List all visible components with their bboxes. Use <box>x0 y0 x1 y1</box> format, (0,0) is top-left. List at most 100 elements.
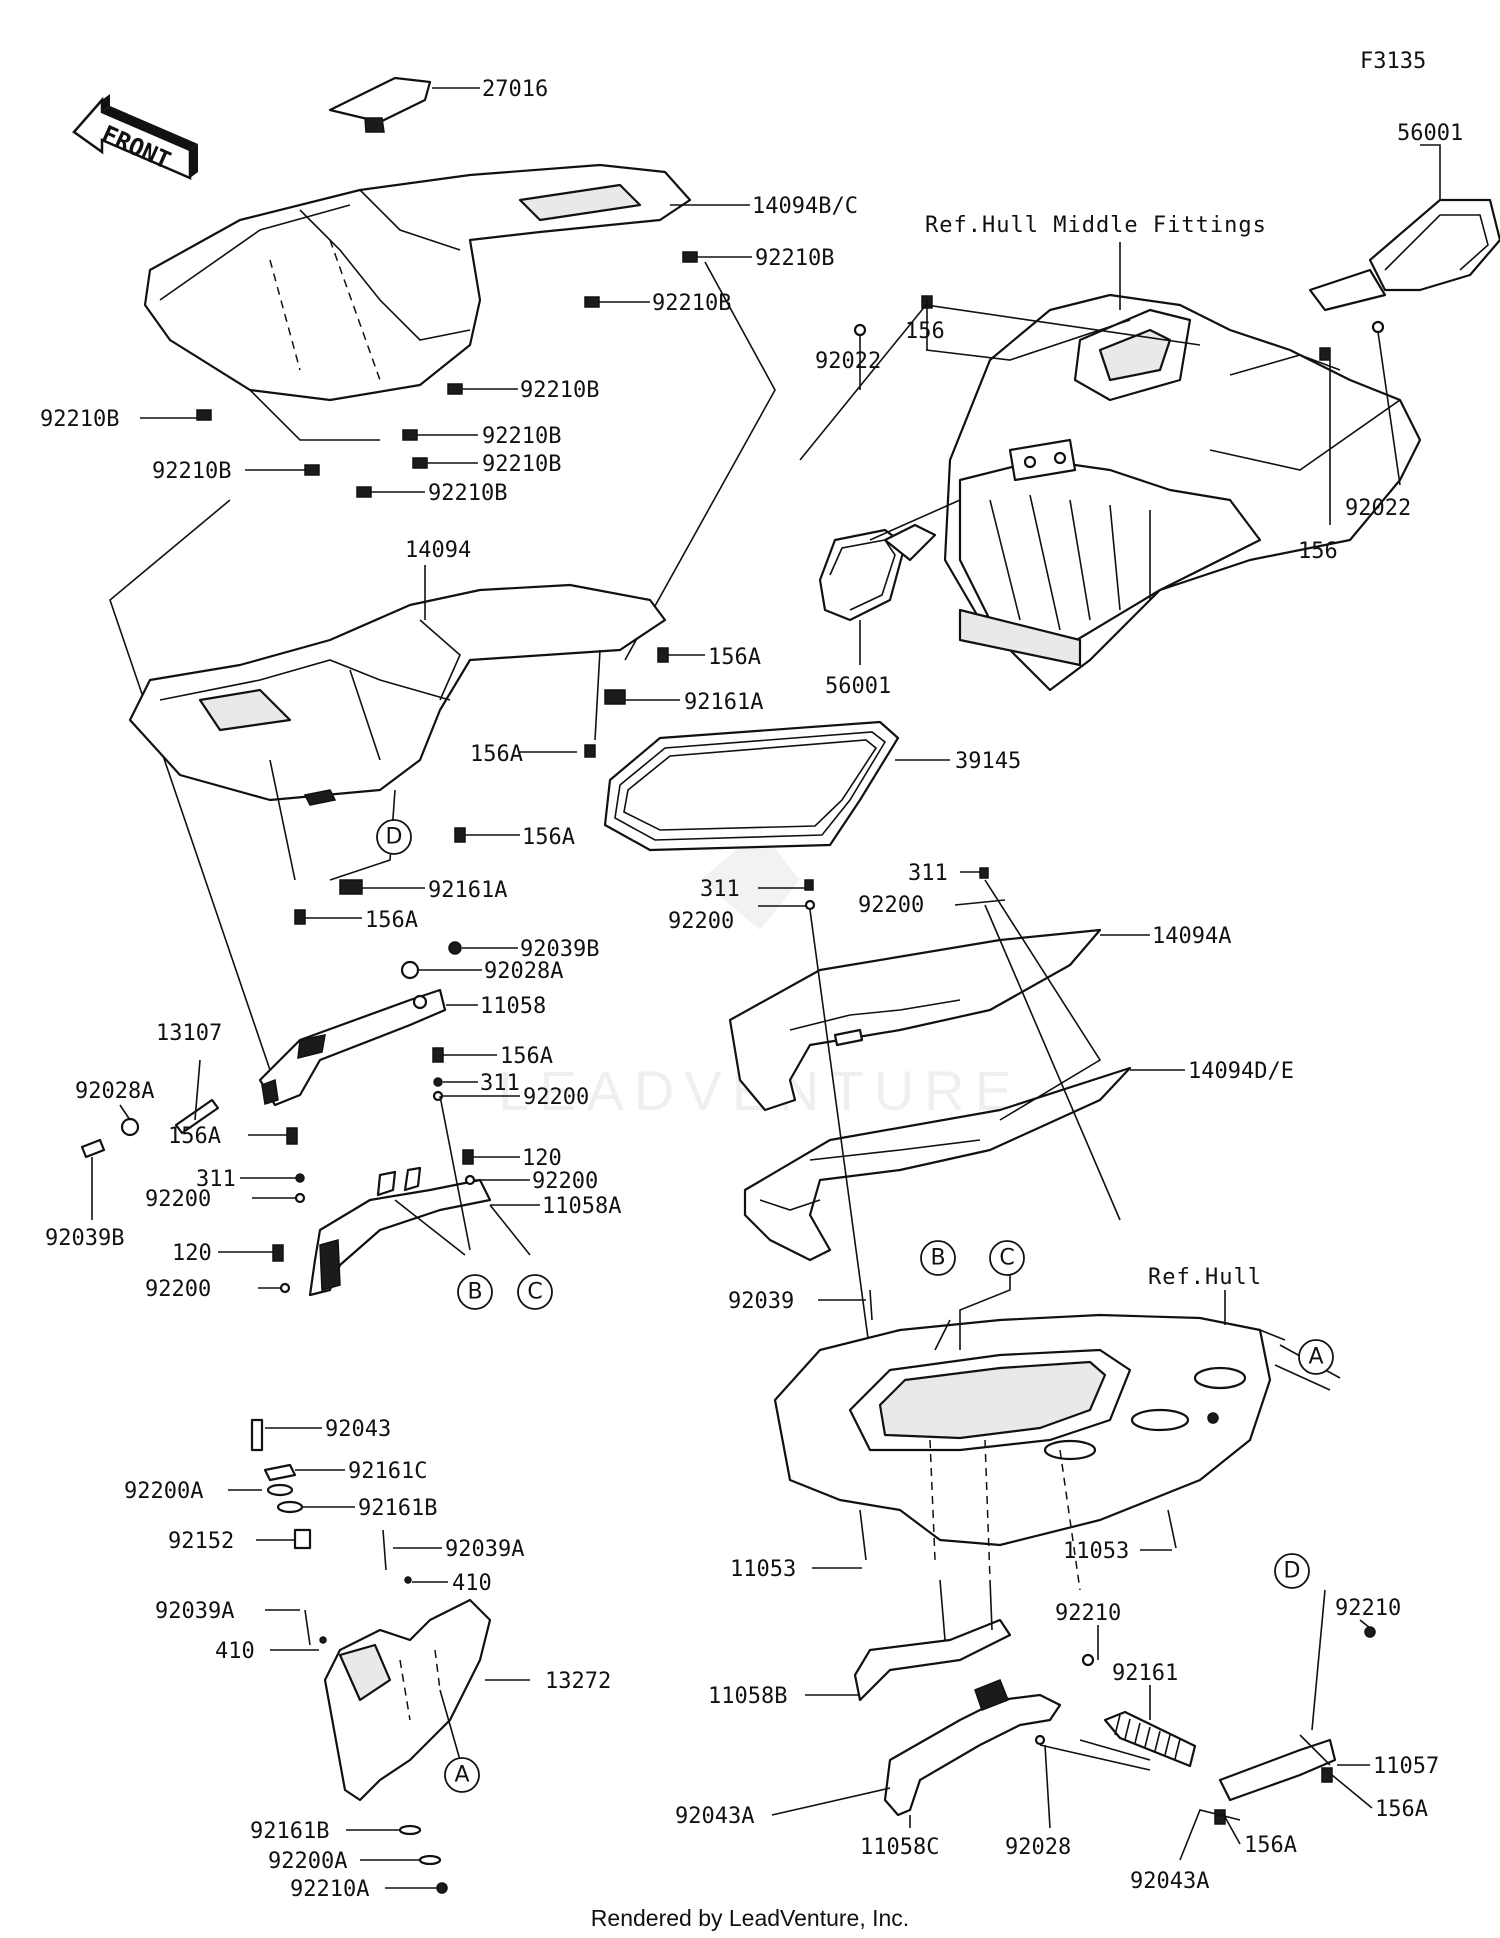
label-120-1: 120 <box>522 1146 562 1171</box>
side-cover-14094de <box>743 1066 1132 1262</box>
label-92022-1: 92022 <box>815 349 881 374</box>
label-11057: 11057 <box>1373 1754 1439 1779</box>
bracket-11057 <box>1218 1738 1337 1802</box>
label-311-2: 311 <box>196 1167 236 1192</box>
label-92210a: 92210A <box>290 1877 369 1902</box>
callout-c-left-text: C <box>527 1280 542 1305</box>
label-156a-3: 156A <box>522 825 575 850</box>
label-92022-2: 92022 <box>1345 496 1411 521</box>
label-156a-5: 156A <box>500 1044 553 1069</box>
label-14094bc: 14094B/C <box>752 194 858 219</box>
callout-a-right-text: A <box>1308 1345 1323 1370</box>
label-27016: 27016 <box>482 77 548 102</box>
label-92161b-1: 92161B <box>358 1496 437 1521</box>
footer-credit: Rendered by LeadVenture, Inc. <box>591 1905 909 1931</box>
label-56001-2: 56001 <box>825 674 891 699</box>
label-92039a-1: 92039A <box>445 1537 524 1562</box>
label-14094de: 14094D/E <box>1188 1059 1294 1084</box>
side-cover-14094a <box>728 928 1102 1112</box>
label-92210b-4: 92210B <box>40 407 119 432</box>
steering-cover-13272 <box>323 1598 492 1802</box>
label-92210-2: 92210 <box>1335 1596 1401 1621</box>
label-92043a-2: 92043A <box>1130 1869 1209 1894</box>
inner-cover-14094 <box>128 583 667 806</box>
callout-a-bottom-text: A <box>454 1763 469 1788</box>
label-92161a-2: 92161A <box>428 878 507 903</box>
ref-hull-middle-fittings: Ref.Hull Middle Fittings <box>925 213 1267 238</box>
callout-d-top: D <box>376 819 412 855</box>
leaders-brackets <box>91 947 540 1289</box>
label-156a-4: 156A <box>365 908 418 933</box>
callout-b-right: B <box>920 1240 956 1276</box>
label-92161c: 92161C <box>348 1459 427 1484</box>
label-92043: 92043 <box>325 1417 391 1442</box>
callout-d-right-text: D <box>1284 1559 1301 1584</box>
leaders-top-left <box>109 87 776 1071</box>
deck-cover-14094bc <box>143 76 692 402</box>
label-92028a-1: 92028A <box>484 959 563 984</box>
label-92039a-2: 92039A <box>155 1599 234 1624</box>
label-11058: 11058 <box>480 994 546 1019</box>
label-13272: 13272 <box>545 1669 611 1694</box>
label-156a-6: 156A <box>168 1124 221 1149</box>
callout-c-right: C <box>989 1240 1025 1276</box>
label-92152: 92152 <box>168 1529 234 1554</box>
callout-b-left-text: B <box>467 1280 482 1305</box>
leaders-hull <box>771 1275 1373 1861</box>
callout-b-left: B <box>457 1274 493 1310</box>
label-92039b-2: 92039B <box>45 1226 124 1251</box>
label-92210b-2: 92210B <box>652 291 731 316</box>
bracket-11058 <box>258 988 447 1107</box>
hardware-mid-right <box>804 867 989 1321</box>
label-92210-1: 92210 <box>1055 1601 1121 1626</box>
bracket-11058a <box>308 1166 492 1297</box>
label-13107: 13107 <box>156 1021 222 1046</box>
label-410-2: 410 <box>215 1639 255 1664</box>
label-92161b-2: 92161B <box>250 1819 329 1844</box>
label-92043a-1: 92043A <box>675 1804 754 1829</box>
label-92200-1: 92200 <box>523 1085 589 1110</box>
label-11058a: 11058A <box>542 1194 621 1219</box>
label-410-1: 410 <box>452 1571 492 1596</box>
label-11058b: 11058B <box>708 1684 787 1709</box>
label-156a-7: 156A <box>1375 1797 1428 1822</box>
seal-39145 <box>603 720 900 852</box>
mirror-56001-left <box>818 523 937 622</box>
leaders-top-right <box>799 144 1441 665</box>
label-92039b-1: 92039B <box>520 937 599 962</box>
label-92161: 92161 <box>1112 1661 1178 1686</box>
label-56001-1: 56001 <box>1397 121 1463 146</box>
hardware-left <box>80 941 476 1294</box>
label-156a-1: 156A <box>708 645 761 670</box>
callout-d-top-text: D <box>386 825 403 850</box>
shaft-13107 <box>174 1098 220 1135</box>
label-92200-6: 92200 <box>858 893 924 918</box>
label-92039: 92039 <box>728 1289 794 1314</box>
label-156a-2: 156A <box>470 742 523 767</box>
mirror-56001-right <box>1308 198 1500 312</box>
label-92210b-3: 92210B <box>520 378 599 403</box>
label-92200-4: 92200 <box>145 1277 211 1302</box>
label-11053-1: 11053 <box>730 1557 796 1582</box>
label-14094a: 14094A <box>1152 924 1231 949</box>
callout-a-right: A <box>1298 1339 1334 1375</box>
label-11058c: 11058C <box>860 1835 939 1860</box>
label-156a-8: 156A <box>1244 1833 1297 1858</box>
label-11053-2: 11053 <box>1063 1539 1129 1564</box>
label-92210b-7: 92210B <box>482 452 561 477</box>
label-92200a-1: 92200A <box>124 1479 203 1504</box>
ref-hull: Ref.Hull <box>1148 1265 1262 1290</box>
hull-reference <box>773 1313 1286 1591</box>
hull-middle-fittings <box>943 293 1422 692</box>
label-92028: 92028 <box>1005 1835 1071 1860</box>
label-311-1: 311 <box>480 1071 520 1096</box>
label-311-4: 311 <box>908 861 948 886</box>
leaders-14094 <box>269 565 705 919</box>
figure-code: F3135 <box>1360 49 1426 74</box>
label-92210b-8: 92210B <box>428 481 507 506</box>
label-92210b-1: 92210B <box>755 246 834 271</box>
label-92210b-6: 92210B <box>152 459 231 484</box>
spring-92161 <box>1103 1710 1197 1768</box>
label-92028a-2: 92028A <box>75 1079 154 1104</box>
